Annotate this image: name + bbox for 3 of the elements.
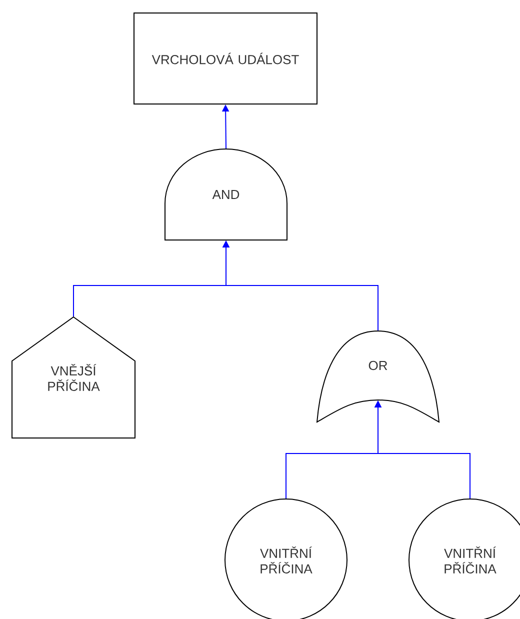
or-gate: OR	[316, 330, 440, 422]
and-gate: AND	[164, 148, 288, 240]
top-event-box: VRCHOLOVÁ UDÁLOST	[134, 12, 318, 104]
